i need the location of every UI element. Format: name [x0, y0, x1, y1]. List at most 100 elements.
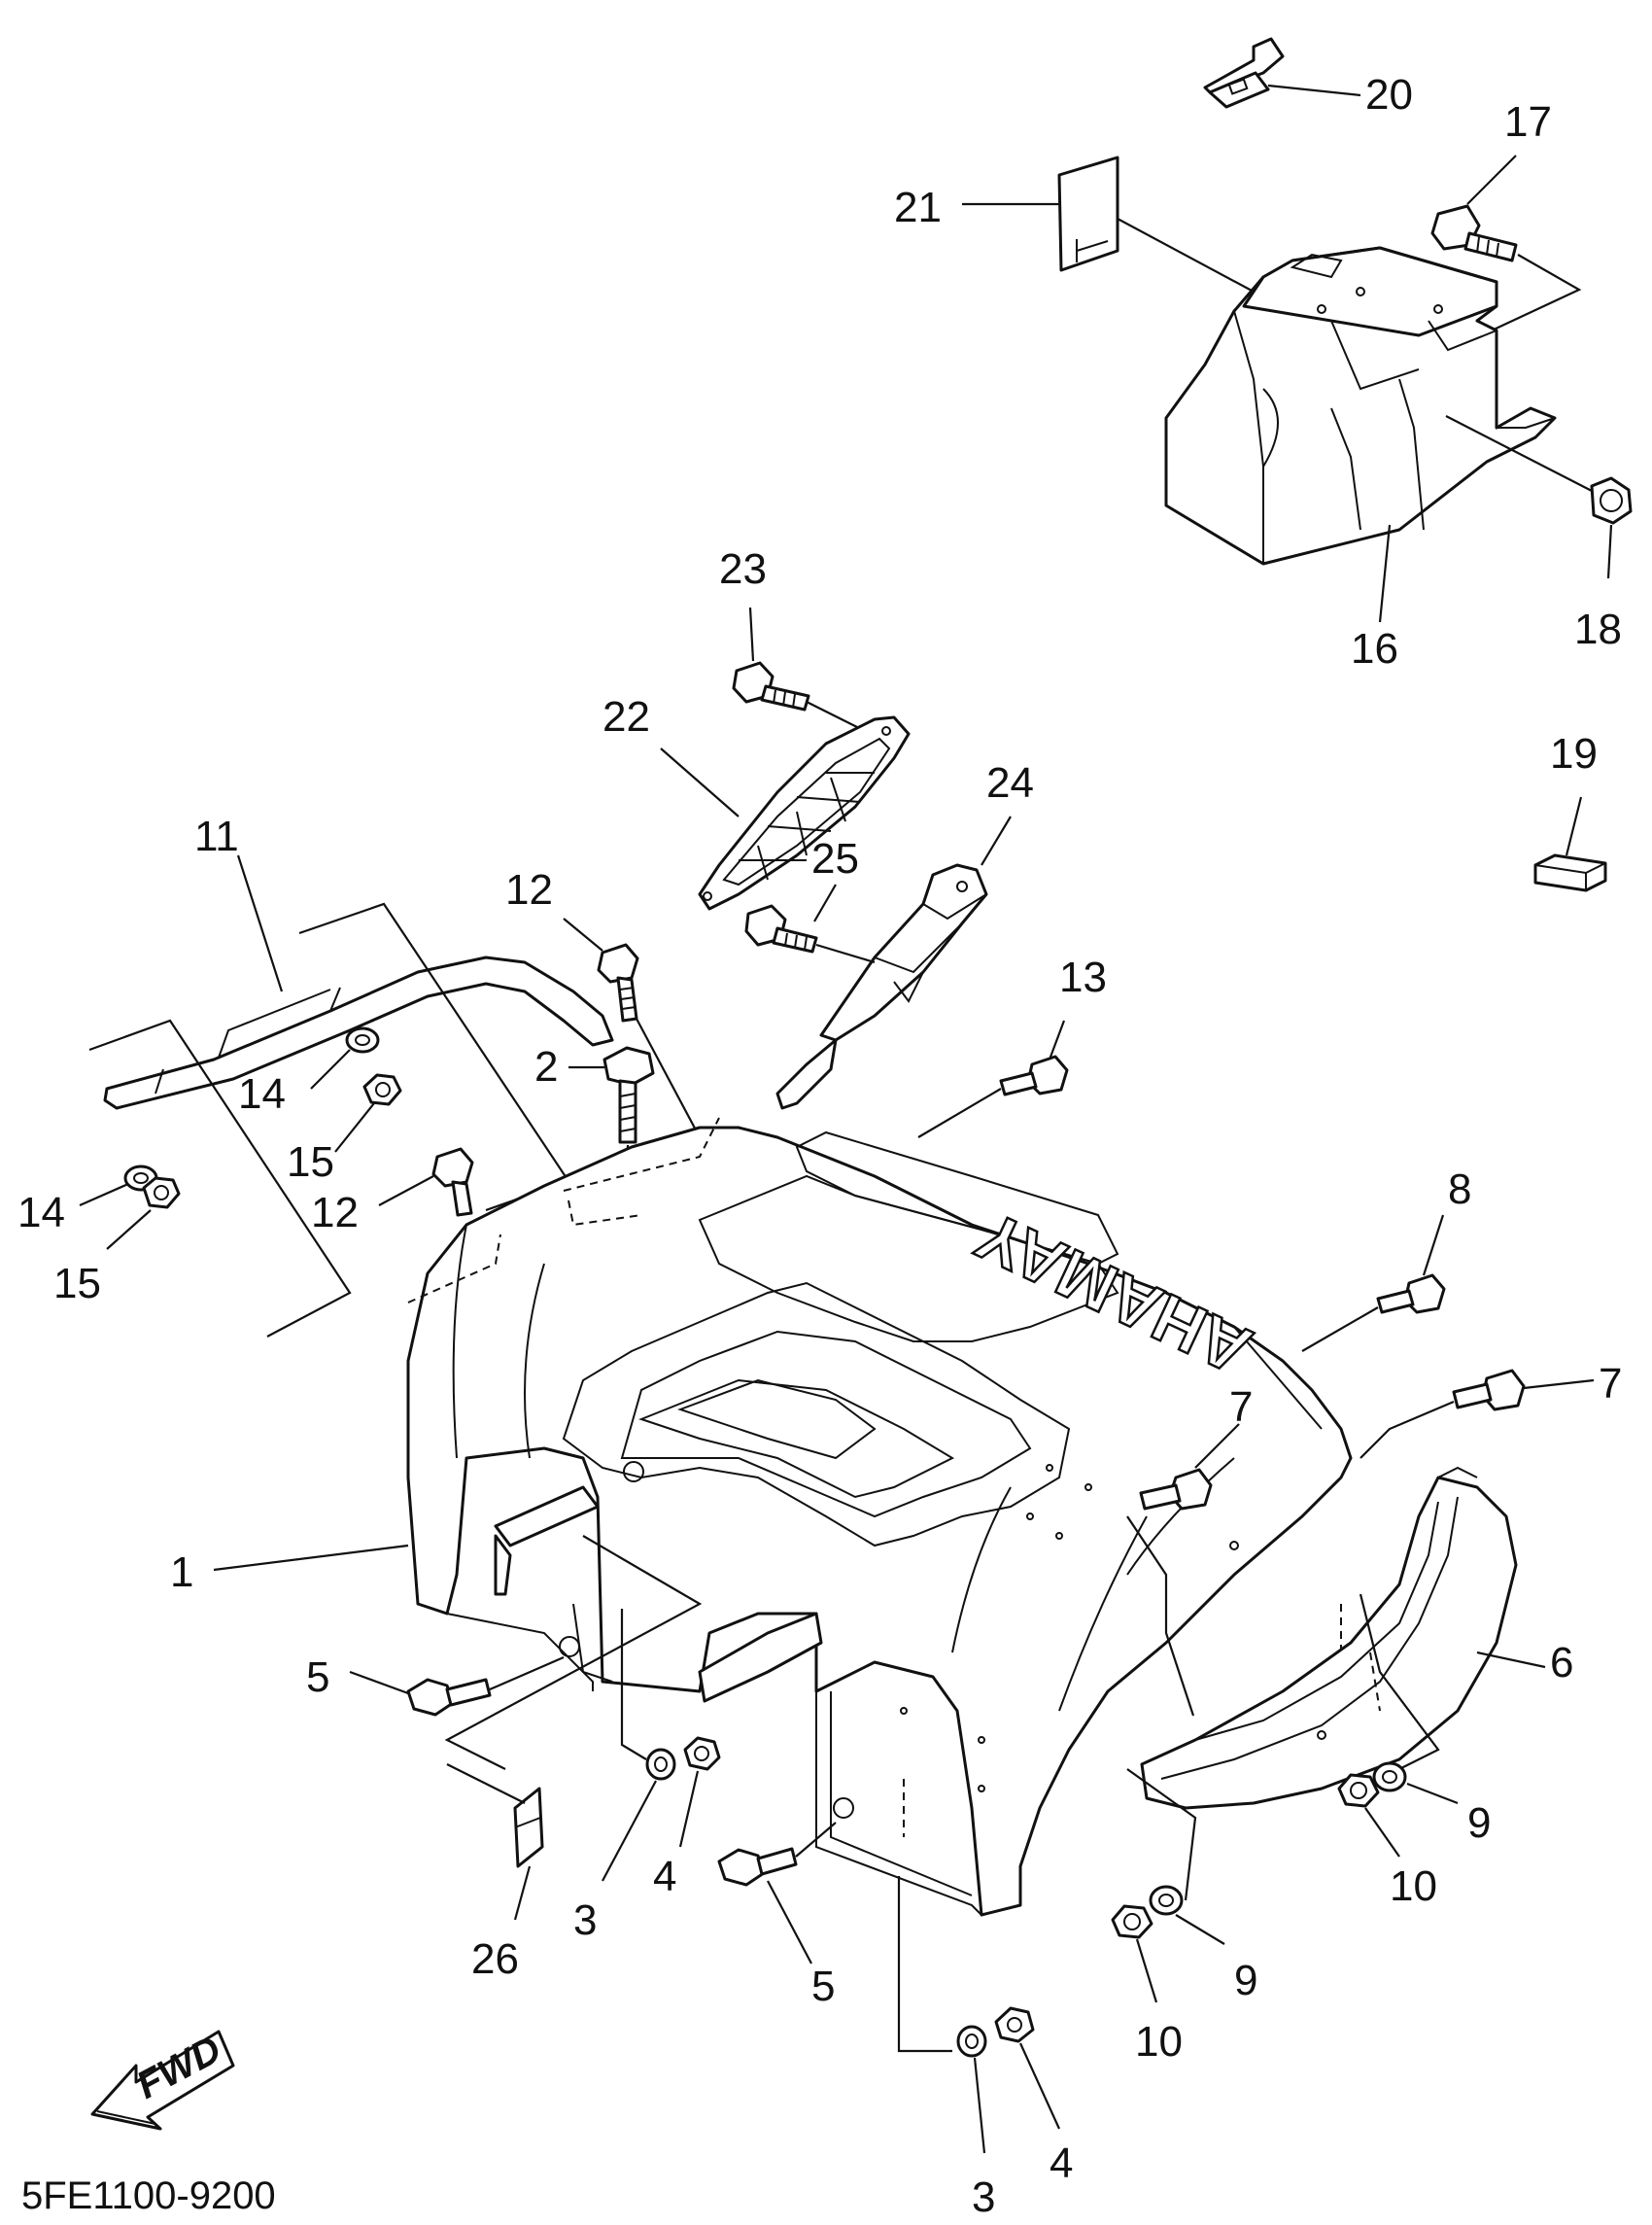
callout-26: 26 — [471, 1935, 519, 1983]
callout-14b: 14 — [17, 1189, 65, 1236]
guide-26 — [446, 1763, 526, 1804]
leader-5a-fit — [489, 1655, 565, 1691]
callout-17: 17 — [1504, 98, 1552, 146]
leader-7b-fit — [1126, 1515, 1195, 1717]
callout-24: 24 — [986, 759, 1034, 807]
callout-1: 1 — [170, 1548, 193, 1596]
callout-11: 11 — [194, 813, 239, 860]
callout-21: 21 — [894, 184, 942, 231]
part-3-washer-a — [645, 1748, 676, 1781]
callout-22: 22 — [602, 693, 650, 741]
part-8-bolt — [1376, 1273, 1446, 1314]
part-18-nut — [1590, 476, 1633, 525]
leader-9b — [1175, 1914, 1225, 1945]
part-6-mudguard — [1140, 1466, 1518, 1810]
part-16-cover — [1164, 246, 1557, 566]
callout-19: 19 — [1550, 730, 1598, 778]
part-11-rack — [103, 956, 614, 1110]
leader-7a — [1523, 1378, 1595, 1390]
guide-6-dash — [1369, 1651, 1381, 1712]
leader-16 — [1378, 524, 1392, 623]
callout-8: 8 — [1448, 1165, 1471, 1213]
callout-5a: 5 — [306, 1653, 329, 1701]
leader-14b — [79, 1182, 129, 1207]
leader-11 — [236, 854, 284, 992]
leader-17 — [1466, 155, 1517, 205]
callout-16: 16 — [1351, 625, 1398, 673]
part-7-bolt-a — [1452, 1369, 1526, 1411]
part-5-bolt-a — [406, 1678, 492, 1717]
callout-10b: 10 — [1135, 2018, 1183, 2066]
leader-23 — [748, 607, 755, 662]
part-17-bolt — [1430, 204, 1518, 262]
leader-22 — [660, 747, 740, 817]
part-25-bolt — [744, 904, 818, 954]
part-9-washer-a — [1372, 1761, 1407, 1792]
callout-25: 25 — [811, 835, 859, 883]
callout-15b: 15 — [53, 1260, 101, 1307]
part-10-nut-a — [1337, 1773, 1380, 1808]
leader-15b — [106, 1209, 152, 1250]
leader-4b — [1018, 2042, 1061, 2130]
leader-8 — [1422, 1214, 1445, 1276]
leader-13 — [1048, 1020, 1066, 1060]
leader-26 — [513, 1865, 532, 1921]
rack-mount-guide-right — [298, 902, 570, 1212]
part-14-washer-a — [345, 1026, 380, 1054]
leader-12a-fit — [636, 1018, 701, 1138]
rack-mount-guide-left — [88, 1019, 352, 1338]
leader-10a — [1364, 1807, 1400, 1858]
callout-12b: 12 — [311, 1189, 359, 1236]
leader-3a — [602, 1780, 657, 1882]
callout-7a: 7 — [1599, 1360, 1622, 1408]
callout-18: 18 — [1574, 606, 1622, 653]
leader-21-fit — [1117, 218, 1255, 293]
callout-5b: 5 — [811, 1963, 835, 2010]
leader-10b — [1135, 1938, 1158, 2003]
leader-15a — [334, 1102, 375, 1153]
leader-3b — [973, 2057, 986, 2154]
part-22-plate — [698, 715, 911, 911]
callout-4a: 4 — [653, 1853, 676, 1900]
part-7-bolt-b — [1139, 1468, 1213, 1511]
leader-1 — [213, 1544, 409, 1572]
part-3-washer-b — [956, 2025, 987, 2058]
leader-5a — [349, 1670, 409, 1695]
leader-5b — [767, 1880, 812, 1964]
leader-4a — [678, 1770, 700, 1848]
guide-6-left — [1126, 1768, 1197, 1901]
part-20-clip — [1203, 37, 1285, 109]
callout-9a: 9 — [1467, 1799, 1491, 1847]
callout-7b: 7 — [1229, 1383, 1253, 1431]
part-1-rear-fender — [406, 1117, 1353, 1917]
leader-7a-fit — [1359, 1400, 1455, 1459]
part-24-latch — [775, 863, 988, 1110]
callout-3a: 3 — [573, 1896, 597, 1944]
part-5-bolt-b — [717, 1847, 798, 1887]
part-2-bolt — [602, 1046, 655, 1144]
callout-14a: 14 — [238, 1070, 286, 1118]
part-4-nut-b — [994, 2006, 1035, 2043]
leader-13-fit — [917, 1088, 1002, 1138]
part-19-pad — [1533, 853, 1607, 892]
callout-15a: 15 — [287, 1138, 334, 1186]
callout-13: 13 — [1059, 954, 1107, 1001]
leader-8-fit — [1301, 1306, 1379, 1352]
part-23-bolt — [732, 661, 810, 712]
leader-25 — [813, 884, 837, 922]
leader-19 — [1565, 796, 1583, 856]
leader-18 — [1445, 415, 1593, 492]
part-26-label — [513, 1787, 544, 1868]
leader-20 — [1267, 84, 1361, 97]
callout-3b: 3 — [972, 2173, 995, 2221]
guide-6-right — [1359, 1593, 1440, 1780]
leader-7b — [1194, 1423, 1240, 1469]
callout-6: 6 — [1550, 1639, 1573, 1686]
part-21-label — [1057, 156, 1119, 272]
leader-24 — [981, 816, 1012, 866]
part-12-bolt-b — [431, 1147, 474, 1217]
part-4-nut-a — [683, 1736, 721, 1771]
leader-5b-fit — [795, 1822, 837, 1858]
leader-9a — [1406, 1782, 1459, 1805]
callout-9b: 9 — [1234, 1957, 1257, 2004]
